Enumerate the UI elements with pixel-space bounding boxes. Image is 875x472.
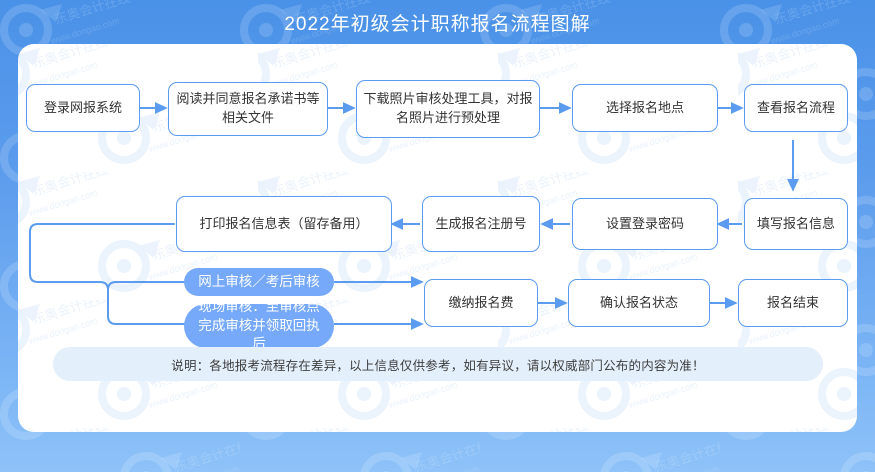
node-label: 填写报名信息 [756, 215, 835, 231]
pill-onsite-audit[interactable]: 现场审核：至审核点完成审核并领取回执后 [184, 299, 334, 351]
node-confirm-status[interactable]: 确认报名状态 [568, 279, 710, 327]
node-label: 查看报名流程 [756, 99, 835, 115]
node-label: 生成报名注册号 [435, 215, 527, 231]
pill-label: 网上审核／考后审核 [198, 273, 320, 289]
node-set-password[interactable]: 设置登录密码 [572, 198, 718, 250]
node-login[interactable]: 登录网报系统 [26, 84, 140, 132]
node-view-process[interactable]: 查看报名流程 [744, 84, 848, 132]
node-finish[interactable]: 报名结束 [738, 279, 848, 327]
node-label: 选择报名地点 [605, 99, 684, 115]
node-label: 设置登录密码 [605, 215, 684, 231]
node-label: 打印报名信息表（留存备用） [199, 215, 369, 231]
node-label: 缴纳报名费 [448, 294, 514, 310]
disclaimer-text: 说明：各地报考流程存在差异，以上信息仅供参考，如有异议，请以权威部门公布的内容为… [171, 358, 705, 373]
node-select-place[interactable]: 选择报名地点 [572, 84, 718, 132]
node-label: 下载照片审核处理工具，对报名照片进行预处理 [363, 91, 533, 125]
pill-label: 现场审核：至审核点完成审核并领取回执后 [198, 298, 320, 352]
node-label: 登录网报系统 [43, 99, 122, 115]
node-print-form[interactable]: 打印报名信息表（留存备用） [176, 196, 392, 252]
node-pay-fee[interactable]: 缴纳报名费 [424, 279, 538, 327]
pill-online-audit[interactable]: 网上审核／考后审核 [184, 268, 334, 296]
disclaimer-note: 说明：各地报考流程存在差异，以上信息仅供参考，如有异议，请以权威部门公布的内容为… [53, 347, 823, 381]
node-label: 确认报名状态 [599, 294, 678, 310]
node-agree-commitment[interactable]: 阅读并同意报名承诺书等相关文件 [168, 82, 328, 136]
flowchart: 登录网报系统 阅读并同意报名承诺书等相关文件 下载照片审核处理工具，对报名照片进… [18, 44, 857, 432]
node-fill-info[interactable]: 填写报名信息 [744, 198, 848, 250]
node-label: 阅读并同意报名承诺书等相关文件 [176, 91, 320, 125]
node-photo-tool[interactable]: 下载照片审核处理工具，对报名照片进行预处理 [356, 80, 540, 138]
node-label: 报名结束 [766, 294, 819, 310]
page-title: 2022年初级会计职称报名流程图解 [284, 13, 591, 35]
node-registration-number[interactable]: 生成报名注册号 [422, 196, 540, 252]
